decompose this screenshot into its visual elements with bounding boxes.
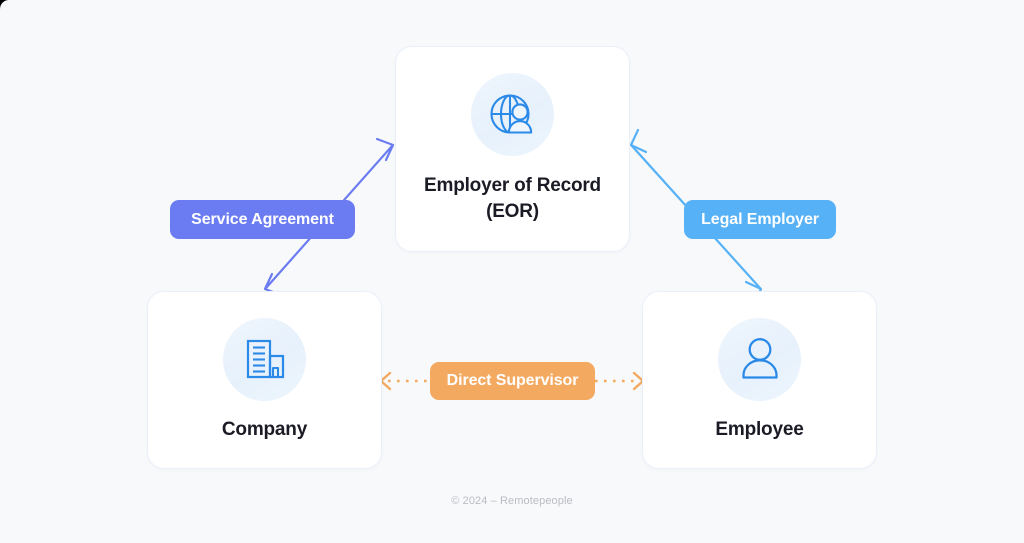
node-card-employee[interactable]: Employee — [642, 291, 877, 469]
office-building-icon — [223, 317, 306, 401]
connector-label-legal-employer[interactable]: Legal Employer — [684, 200, 836, 239]
node-title-company: Company — [221, 418, 308, 440]
node-title-employee: Employee — [715, 418, 804, 440]
person-icon — [718, 317, 801, 401]
node-card-company[interactable]: Company — [147, 291, 382, 469]
connector-label-service-agreement[interactable]: Service Agreement — [170, 200, 355, 239]
globe-person-icon — [471, 73, 554, 157]
node-title-eor: Employer of Record (EOR) — [424, 175, 601, 222]
footer-copyright: © 2024 – Remotepeople — [451, 495, 573, 507]
connector-label-direct-supervisor[interactable]: Direct Supervisor — [430, 362, 595, 400]
node-card-eor[interactable]: Employer of Record (EOR) — [395, 46, 630, 252]
